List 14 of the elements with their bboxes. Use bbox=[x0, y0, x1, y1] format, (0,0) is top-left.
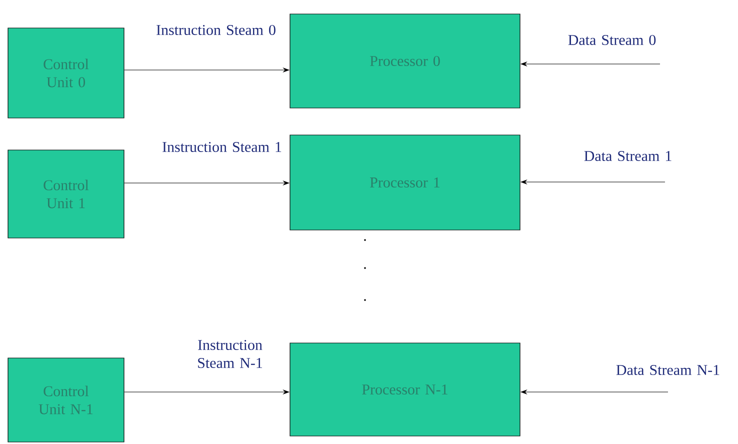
control-unit-box: Control Unit 1 bbox=[8, 150, 124, 238]
edge-label: Data Stream N-1 bbox=[616, 364, 720, 376]
edge-label: Data Stream 1 bbox=[584, 150, 672, 162]
ellipsis-dot: . bbox=[364, 299, 366, 301]
edge-label: Instruction Steam N-1 bbox=[198, 340, 262, 368]
ellipsis-dot: . bbox=[364, 267, 366, 269]
processor-box: Processor 1 bbox=[290, 134, 520, 230]
control-unit-box: Control Unit N-1 bbox=[8, 358, 124, 442]
control-unit-box: Control Unit 0 bbox=[8, 28, 124, 118]
edge-label: Data Stream 0 bbox=[568, 34, 656, 46]
edge-label: Instruction Steam 0 bbox=[156, 24, 276, 36]
edge-label: Instruction Steam 1 bbox=[162, 142, 282, 152]
processor-box: Processor 0 bbox=[290, 14, 520, 108]
processor-box: Processor N-1 bbox=[290, 342, 520, 436]
